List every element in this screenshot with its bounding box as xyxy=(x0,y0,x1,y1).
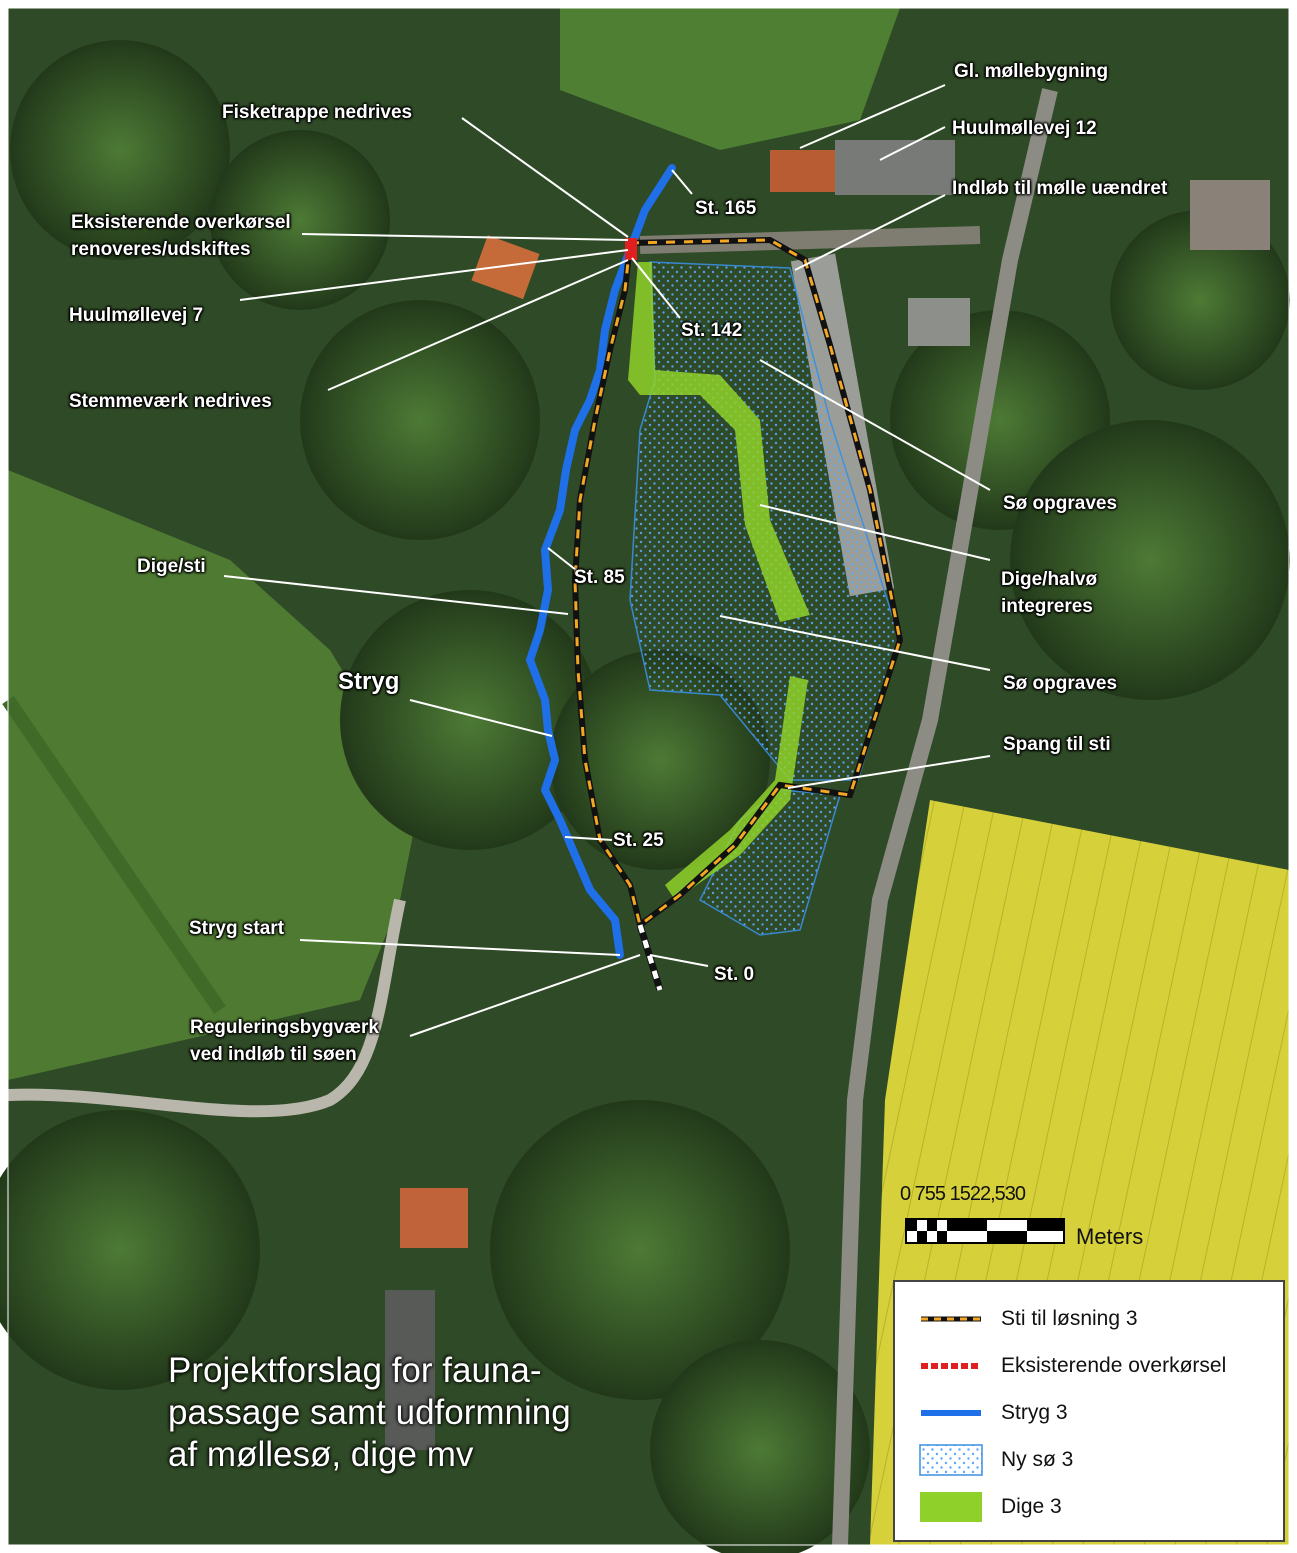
legend-label: Stryg 3 xyxy=(1001,1401,1068,1424)
legend-symbol-stream xyxy=(921,1410,981,1416)
legend-item-stryg: Stryg 3 xyxy=(917,1396,1277,1430)
title-line-2: passage samt udformning xyxy=(168,1393,571,1432)
scale-unit: Meters xyxy=(1076,1224,1144,1249)
map-title: Projektforslag for fauna- passage samt u… xyxy=(168,1350,571,1476)
path-sti-line xyxy=(571,236,904,992)
legend-item-dige: Dige 3 xyxy=(917,1490,1277,1524)
meadow-area xyxy=(8,470,420,1080)
label-dige-halvo-1: Dige/halvø xyxy=(1001,569,1098,590)
stream-line xyxy=(526,164,676,959)
title-line-3: af møllesø, dige mv xyxy=(168,1435,474,1474)
label-so-opgraves-2: Sø opgraves xyxy=(1003,673,1118,694)
existing-crossing xyxy=(625,238,637,260)
dike-area xyxy=(628,262,810,622)
buildings xyxy=(385,140,1270,1450)
label-st-25: St. 25 xyxy=(613,830,664,851)
legend-symbol-dike xyxy=(920,1492,982,1522)
legend-item-eksisterende: Eksisterende overkørsel xyxy=(917,1349,1277,1383)
label-stryg: Stryg xyxy=(338,668,400,695)
road-left xyxy=(7,898,406,1118)
legend-label: Dige 3 xyxy=(1001,1495,1062,1518)
label-eksisterende-2: renoveres/udskiftes xyxy=(71,239,251,260)
label-st-165: St. 165 xyxy=(695,198,757,219)
map-legend: Sti til løsning 3 Eksisterende overkørse… xyxy=(893,1280,1285,1542)
title-line-1: Projektforslag for fauna- xyxy=(168,1351,542,1390)
leader-lines xyxy=(223,84,991,1037)
label-stryg-start: Stryg start xyxy=(189,918,285,939)
legend-label: Sti til løsning 3 xyxy=(1001,1307,1138,1330)
label-spang: Spang til sti xyxy=(1003,734,1111,755)
label-so-opgraves-1: Sø opgraves xyxy=(1003,493,1118,514)
legend-symbol-lake xyxy=(919,1444,983,1476)
label-st-85: St. 85 xyxy=(574,567,625,588)
label-eksisterende-1: Eksisterende overkørsel xyxy=(71,212,291,233)
road xyxy=(832,88,1058,1546)
legend-symbol-crossing xyxy=(921,1363,981,1369)
legend-label: Ny sø 3 xyxy=(1001,1448,1074,1471)
label-fisketrappe: Fisketrappe nedrives xyxy=(222,102,413,123)
label-regulering-1: Reguleringsbygværk xyxy=(190,1017,379,1038)
label-dige-sti: Dige/sti xyxy=(137,556,206,577)
label-st-142: St. 142 xyxy=(681,320,743,341)
label-indlob: Indløb til mølle uændret xyxy=(952,178,1168,199)
legend-symbol-path xyxy=(921,1316,981,1322)
label-gl-mollebygning: Gl. møllebygning xyxy=(954,61,1109,82)
label-huulmollevej-12: Huulmøllevej 12 xyxy=(952,118,1097,139)
legend-label: Eksisterende overkørsel xyxy=(1001,1354,1227,1377)
legend-item-sti: Sti til løsning 3 xyxy=(917,1302,1277,1336)
label-dige-halvo-2: integreres xyxy=(1001,596,1093,617)
label-stemmevaerk: Stemmeværk nedrives xyxy=(69,391,272,412)
scale-numbers: 0 755 1522,530 xyxy=(900,1183,1026,1205)
scale-bar xyxy=(905,1218,1065,1244)
label-st-0: St. 0 xyxy=(714,964,755,985)
label-huulmollevej-7: Huulmøllevej 7 xyxy=(69,305,204,326)
label-regulering-2: ved indløb til søen xyxy=(190,1044,357,1065)
legend-item-ny-so: Ny sø 3 xyxy=(917,1443,1277,1477)
